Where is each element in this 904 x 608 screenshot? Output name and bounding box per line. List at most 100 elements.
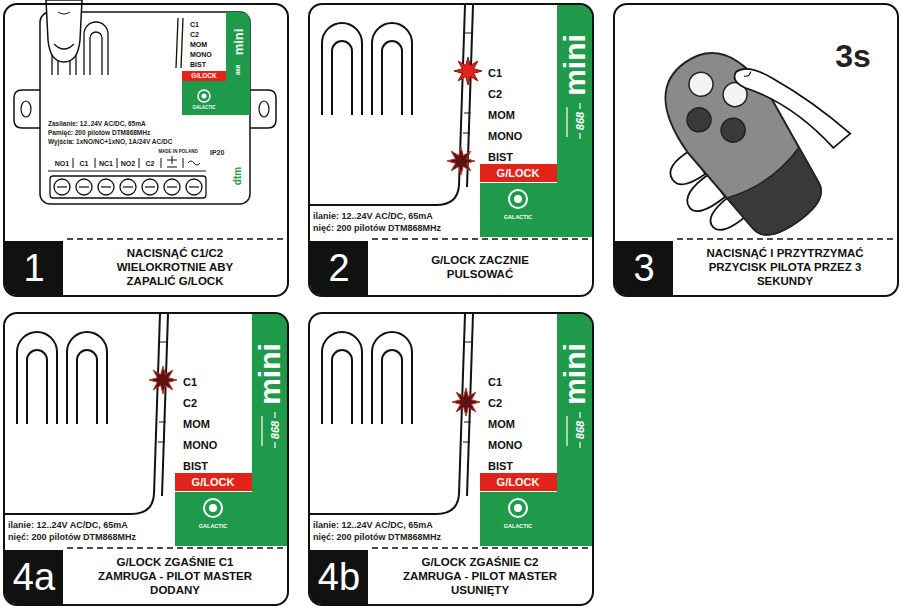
remote-in-hand [620, 8, 874, 268]
device-label: G/LOCK [497, 168, 540, 179]
device-label: GALACTIC [504, 215, 532, 221]
step-number-badge: 3 [615, 241, 673, 295]
label-anchor: 868 [575, 421, 586, 439]
step-number: 2 [328, 249, 349, 287]
label-anchor: mini [232, 29, 245, 56]
device-label: G/LOCK [497, 477, 540, 488]
label-anchor: C1 [80, 160, 89, 167]
device-label: NO2 [121, 160, 135, 167]
label-anchor: C1 [183, 377, 197, 388]
label-anchor: NO1 [55, 160, 69, 167]
label-anchor: MADE IN POLAND [158, 150, 197, 155]
device-label: ilanie: 12..24V AC/DC, 65mA [8, 521, 128, 530]
receiver-closeup [310, 314, 592, 546]
label-anchor: C1 [488, 377, 502, 388]
label-anchor: C1 [488, 68, 502, 79]
label-anchor: BIST [183, 461, 208, 472]
step-panel: G/LOCK ZGAŚNIE C2 ZAMRUGA - PILOT MASTER… [308, 312, 594, 606]
label-anchor: NO2 [121, 160, 135, 167]
device-label: C1 [183, 377, 197, 388]
device-label: MOM [190, 41, 207, 48]
label-anchor: G/LOCK [497, 168, 540, 179]
device-label: C2 [190, 31, 199, 38]
step-caption: G/LOCK ZGAŚNIE C1 ZAMRUGA - PILOT MASTER… [90, 556, 260, 597]
label-anchor: GALACTIC [199, 524, 227, 530]
label-anchor: MONO [488, 131, 522, 142]
label-anchor: ilanie: 12..24V AC/DC, 65mA [313, 521, 433, 530]
device-label: C2 [146, 160, 155, 167]
step-caption: G/LOCK ZGAŚNIE C2 ZAMRUGA - PILOT MASTER… [394, 556, 566, 597]
label-anchor: MONO [183, 440, 217, 451]
led-flash [452, 388, 480, 416]
label-anchor: mini [560, 34, 590, 96]
device-label: dtm [233, 167, 243, 185]
label-anchor: GALACTIC [192, 106, 215, 111]
label-anchor: C2 [488, 89, 502, 100]
device-label: GALACTIC [504, 524, 532, 530]
label-anchor: nięć: 200 pilotów DTM868MHz [313, 224, 441, 233]
label-anchor: mini [560, 343, 590, 405]
step-number: 4b [318, 558, 360, 596]
dashed-separator [67, 239, 893, 548]
device-label: MOM [488, 419, 515, 430]
label-anchor: G/LOCK [497, 477, 540, 488]
label-anchor: Pamięć: 200 pilotów DTM868MHz [48, 130, 150, 137]
step-caption: NACISNĄĆ I PRZYTRZYMAĆ PRZYCISK PILOTA P… [693, 247, 878, 288]
device-label: BIST [488, 152, 513, 163]
caption-area: G/LOCK ZGAŚNIE C2 ZAMRUGA - PILOT MASTER… [372, 550, 588, 604]
device-label: IP20 [210, 149, 224, 156]
label-anchor: C1 [190, 21, 199, 28]
step-panel: G/LOCK ZACZNIE PULSOWAĆ2 [308, 3, 594, 297]
device-label: ilanie: 12..24V AC/DC, 65mA [313, 521, 433, 530]
label-anchor: C2 [183, 398, 197, 409]
label-anchor: MOM [488, 419, 515, 430]
label-anchor: GALACTIC [504, 215, 532, 221]
step-number: 4a [13, 558, 55, 596]
led-flash [454, 57, 482, 85]
label-anchor: C2 [488, 398, 502, 409]
label-anchor: dtm [233, 167, 243, 185]
label-anchor: BIST [488, 152, 513, 163]
step-number-badge: 1 [5, 241, 63, 295]
device-label: C2 [488, 89, 502, 100]
device-label: 3s [835, 40, 871, 72]
caption-area: G/LOCK ZGAŚNIE C1 ZAMRUGA - PILOT MASTER… [67, 550, 283, 604]
device-label: 868 [575, 421, 586, 439]
device-label: G/LOCK [191, 73, 216, 80]
device-label: nięć: 200 pilotów DTM868MHz [8, 533, 136, 542]
device-label: ilanie: 12..24V AC/DC, 65mA [313, 212, 433, 221]
label-anchor: 868 [575, 112, 586, 130]
label-anchor: 868 [235, 65, 241, 75]
device-label: Wyjścia: 1xNO/NC+1xNO, 1A/24V AC/DC [48, 139, 172, 146]
led-flash [447, 147, 475, 175]
device-label: 868 [270, 421, 281, 439]
device-label: NO1 [55, 160, 69, 167]
label-anchor: nięć: 200 pilotów DTM868MHz [8, 533, 136, 542]
device-label: mini [560, 343, 590, 405]
label-anchor: C2 [190, 31, 199, 38]
device-label: MONO [488, 440, 522, 451]
step-panel: G/LOCK ZGAŚNIE C1 ZAMRUGA - PILOT MASTER… [3, 312, 289, 606]
step-caption: NACISNĄĆ C1/C2 WIELOKROTNIE ABY ZAPALIĆ … [105, 247, 245, 288]
device-label: MONO [488, 131, 522, 142]
device-label: GALACTIC [199, 524, 227, 530]
label-anchor: 3s [835, 40, 871, 72]
label-anchor: BIST [488, 461, 513, 472]
step-panel: NACISNĄĆ I PRZYTRZYMAĆ PRZYCISK PILOTA P… [613, 3, 899, 297]
device-label: MONO [190, 51, 212, 58]
device-label: 868 [575, 112, 586, 130]
device-label: C2 [183, 398, 197, 409]
label-anchor: BIST [190, 61, 206, 68]
caption-area: NACISNĄĆ I PRZYTRZYMAĆ PRZYCISK PILOTA P… [677, 241, 893, 295]
device-label: mini [560, 34, 590, 96]
step-number: 1 [23, 249, 44, 287]
label-anchor: ilanie: 12..24V AC/DC, 65mA [8, 521, 128, 530]
device-label: 868 [235, 65, 241, 75]
device-label: MOM [183, 419, 210, 430]
device-label: nięć: 200 pilotów DTM868MHz [313, 533, 441, 542]
device-label: MONO [183, 440, 217, 451]
label-anchor: NC1 [99, 160, 113, 167]
